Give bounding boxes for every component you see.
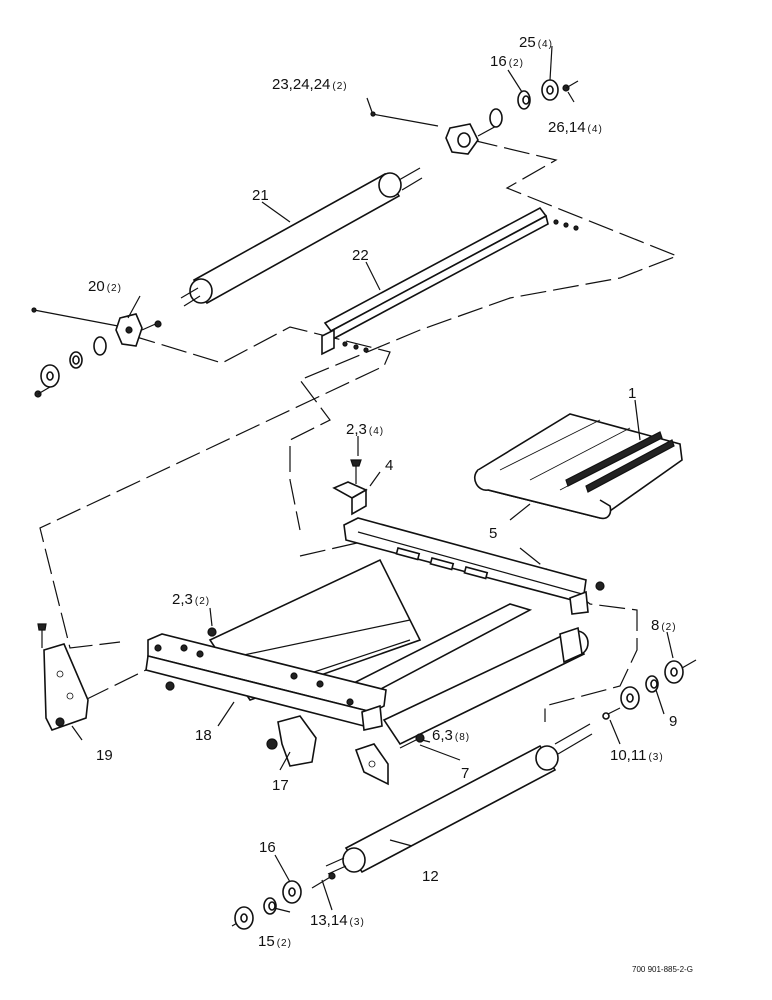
- lower-left-bearing-hardware: [231, 872, 336, 930]
- angle-bar-22: [321, 206, 579, 356]
- callout-1: 1: [628, 385, 636, 402]
- side-plate-19: [37, 623, 89, 731]
- drawing-number: 700 901-885-2-G: [632, 965, 693, 974]
- lower-right-bearing-hardware: [602, 659, 697, 720]
- main-frame: [145, 517, 605, 731]
- callout-26-14-qty-4: 26,14(4): [548, 119, 603, 136]
- belt-5: [473, 413, 683, 520]
- callout-16: 16: [259, 839, 276, 856]
- callout-8-qty-2: 8(2): [651, 617, 677, 634]
- bracket-4: [332, 459, 368, 516]
- upper-left-bearing-hardware: [31, 307, 162, 398]
- callout-labels: 1 2,3(4) 4 5 2,3(2) 6,3(8) 7 8(2) 9 10,1…: [88, 34, 677, 950]
- callout-19: 19: [96, 747, 113, 764]
- upper-roller-21: [180, 167, 423, 307]
- callout-9: 9: [669, 713, 677, 730]
- callout-25-qty-4: 25(4): [519, 34, 553, 51]
- callout-22: 22: [352, 247, 369, 264]
- leader-lines: [71, 45, 674, 913]
- callout-20-qty-2: 20(2): [88, 278, 122, 295]
- lower-roller-12: [325, 723, 593, 875]
- callout-16-qty-2: 16(2): [490, 53, 524, 70]
- phantom-lines: [39, 139, 679, 722]
- callout-2-3-qty-2: 2,3(2): [172, 591, 210, 608]
- callout-21: 21: [252, 187, 269, 204]
- callout-13-14-qty-3: 13,14(3): [310, 912, 365, 929]
- callout-7: 7: [461, 765, 469, 782]
- upper-right-bearing-hardware: [370, 79, 579, 155]
- callout-12: 12: [422, 868, 439, 885]
- callout-2-3-qty-4: 2,3(4): [346, 421, 384, 438]
- mid-roller-7: [354, 626, 589, 786]
- callout-5: 5: [489, 525, 497, 542]
- callout-10-11-qty-3: 10,11(3): [610, 747, 664, 764]
- callout-17: 17: [272, 777, 289, 794]
- callout-4: 4: [385, 457, 393, 474]
- bracket-17: [266, 715, 317, 767]
- callout-23-24-24-qty-2: 23,24,24(2): [272, 76, 348, 93]
- callout-15-qty-2: 15(2): [258, 933, 292, 950]
- callout-18: 18: [195, 727, 212, 744]
- callout-6-3-qty-8: 6,3(8): [432, 727, 470, 744]
